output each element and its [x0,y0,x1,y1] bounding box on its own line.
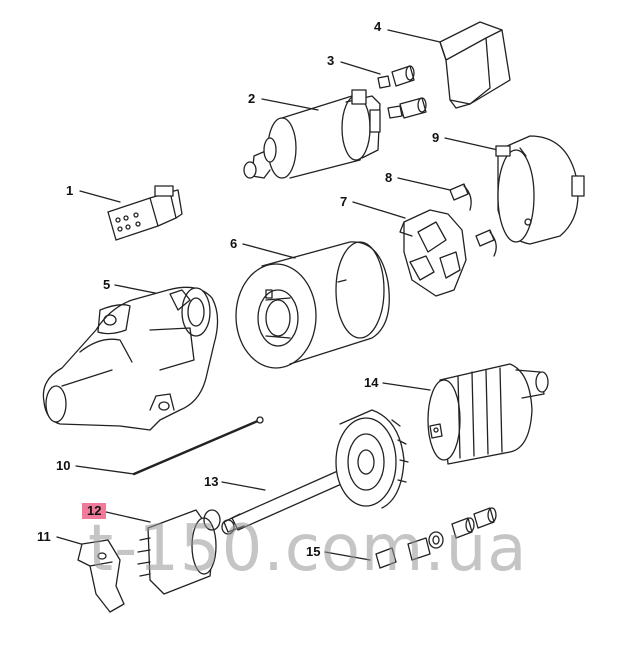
part-7-brush-holder [399,209,467,297]
watermark: t-150.com.ua [88,512,528,586]
part-label-9: 9 [432,130,440,145]
part-label-15: 15 [306,544,321,559]
part-label-1: 1 [66,183,74,198]
part-4-cover [439,21,511,109]
part-label-2: 2 [248,91,256,106]
part-12-drive [137,509,221,595]
part-13-shaft [221,409,409,535]
part-label-5: 5 [103,277,111,292]
part-label-6: 6 [230,236,238,251]
part-14-armature [427,363,549,465]
part-label-8: 8 [385,170,393,185]
part-label-13: 13 [204,474,219,489]
part-label-14: 14 [364,375,379,390]
part-15-bushings [375,507,497,569]
part-6-yoke [235,241,390,369]
part-10-bolt [132,416,264,476]
part-9-end-cover [495,135,585,245]
part-11-lever [77,539,125,613]
part-1-connector [107,185,183,241]
part-label-3: 3 [327,53,335,68]
part-label-12-highlighted: 12 [82,503,107,519]
part-label-11: 11 [37,529,51,544]
part-5-housing [42,286,219,431]
part-label-7: 7 [340,194,348,209]
part-8-brushes [449,183,497,257]
part-2-solenoid [243,89,381,179]
part-3-sleeves [377,65,427,119]
part-label-4: 4 [374,19,382,34]
part-label-10: 10 [56,458,71,473]
